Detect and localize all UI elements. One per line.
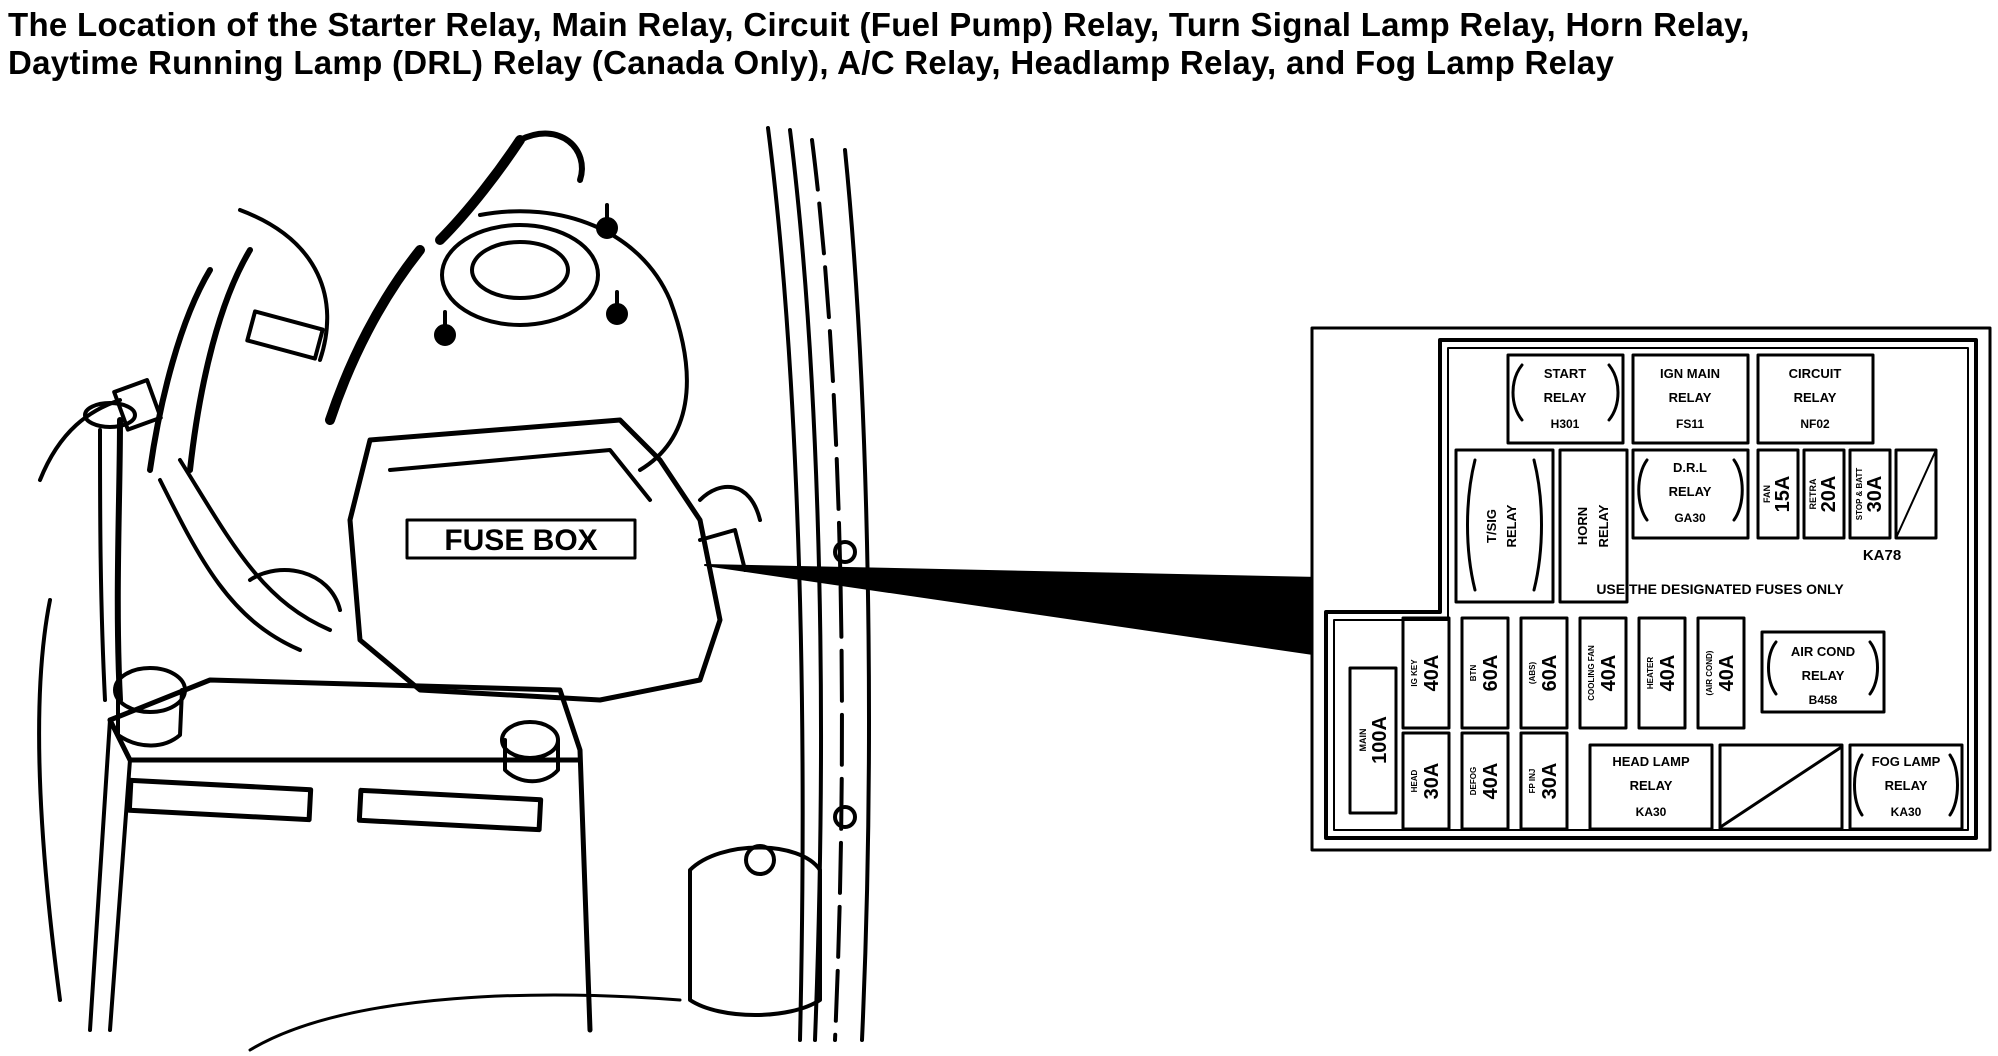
fuse-head-rating: 30A: [1421, 763, 1443, 800]
tsig-relay-l2: RELAY: [1504, 504, 1519, 547]
fuse-heater-name: HEATER: [1646, 657, 1655, 690]
blank-relay-slot: [1718, 743, 1844, 831]
air-cond-relay-l2: RELAY: [1802, 668, 1845, 683]
horn-relay-l1: HORN: [1575, 507, 1590, 545]
fuse-heater-rating: 40A: [1657, 655, 1679, 692]
fog-lamp-relay-l1: FOG LAMP: [1872, 754, 1941, 769]
air-cond-relay-l1: AIR COND: [1791, 644, 1855, 659]
fuse-cooling-fan-rating: 40A: [1598, 655, 1620, 692]
ign-main-relay-code: FS11: [1676, 417, 1704, 431]
horn-relay-box: [1558, 448, 1629, 604]
circuit-relay-l1: CIRCUIT: [1789, 366, 1842, 381]
ign-main-relay-l2: RELAY: [1669, 390, 1712, 405]
top-fuse-row: [1401, 616, 1746, 730]
engine-bay-illustration: [37, 126, 871, 1052]
air-cond-relay-code: B458: [1809, 693, 1838, 707]
start-relay-code: H301: [1551, 417, 1580, 431]
fuse-box-label-plate: [405, 518, 637, 560]
fog-lamp-relay-l2: RELAY: [1885, 778, 1928, 793]
fuse-retra-rating: 20A: [1818, 476, 1840, 513]
fuse-defog-name: DEFOG: [1469, 767, 1478, 795]
head-lamp-relay-l1: HEAD LAMP: [1612, 754, 1690, 769]
bottom-fuse-row: [1401, 731, 1569, 831]
fog-lamp-relay-box: [1848, 743, 1964, 831]
main-fuse-name: MAIN: [1358, 729, 1368, 752]
head-lamp-relay-code: KA30: [1636, 805, 1667, 819]
start-relay-l2: RELAY: [1544, 390, 1587, 405]
circuit-relay-l2: RELAY: [1794, 390, 1837, 405]
fuse-stop-batt-box: [1848, 448, 1892, 540]
diagram-title: The Location of the Starter Relay, Main …: [8, 6, 1988, 82]
fuse-abs-name: (ABS): [1528, 662, 1537, 685]
tsig-relay-l1: T/SIG: [1484, 509, 1499, 543]
head-lamp-relay-box: [1588, 743, 1714, 831]
fuse-fan-box: [1756, 448, 1800, 540]
ka78-label: KA78: [1863, 547, 1901, 564]
circuit-relay-box: [1756, 353, 1875, 445]
drl-relay-box: [1631, 448, 1750, 540]
drl-relay-l2: RELAY: [1669, 484, 1712, 499]
fuse-ig-key-rating: 40A: [1421, 655, 1443, 692]
fuse-defog-rating: 40A: [1480, 763, 1502, 800]
main-fuse-rating: 100A: [1369, 716, 1391, 764]
tsig-relay-box: [1454, 448, 1555, 604]
fuse-fp-inj-name: FP INJ: [1528, 769, 1537, 794]
drl-relay-l1: D.R.L: [1673, 460, 1707, 475]
fuse-panel: [1310, 326, 1992, 852]
fuse-head-name: HEAD: [1410, 769, 1419, 792]
fuse-retra-box: [1802, 448, 1846, 540]
fuse-fan-name: FAN: [1762, 485, 1772, 503]
start-relay-box: [1506, 353, 1625, 445]
title-line-2: Daytime Running Lamp (DRL) Relay (Canada…: [8, 44, 1615, 81]
fuse-cooling-fan-name: COOLING FAN: [1587, 645, 1596, 701]
main-fuse-box: [1348, 666, 1398, 815]
fuse-fan-rating: 15A: [1772, 476, 1794, 513]
fuse-fp-inj-rating: 30A: [1539, 763, 1561, 800]
pointer-wedge: [704, 564, 1321, 656]
fog-lamp-relay-code: KA30: [1891, 805, 1922, 819]
fuse-btn-rating: 60A: [1480, 655, 1502, 692]
drl-relay-code: GA30: [1674, 511, 1706, 525]
title-line-1: The Location of the Starter Relay, Main …: [8, 6, 1750, 43]
circuit-relay-code: NF02: [1800, 417, 1830, 431]
fuse-air-cond-name: (AIR COND): [1705, 650, 1714, 695]
designated-fuses-notice: USE THE DESIGNATED FUSES ONLY: [1596, 581, 1844, 597]
fuse-ig-key-name: IG KEY: [1410, 659, 1419, 687]
horn-relay-l2: RELAY: [1596, 504, 1611, 547]
air-cond-relay-box: [1760, 630, 1886, 714]
ign-main-relay-l1: IGN MAIN: [1660, 366, 1720, 381]
fuse-stop-batt-rating: 30A: [1864, 476, 1886, 513]
fuse-btn-name: BTN: [1469, 665, 1478, 682]
fuse-air-cond-rating: 40A: [1716, 655, 1738, 692]
fuse-retra-name: RETRA: [1808, 478, 1818, 509]
head-lamp-relay-l2: RELAY: [1630, 778, 1673, 793]
ign-main-relay-box: [1631, 353, 1750, 445]
fuse-box-label: FUSE BOX: [444, 524, 597, 557]
blank-slot-box: [1894, 448, 1938, 540]
fuse-stop-batt-name: STOP & BATT: [1855, 468, 1864, 521]
start-relay-l1: START: [1544, 366, 1586, 381]
fuse-abs-rating: 60A: [1539, 655, 1561, 692]
